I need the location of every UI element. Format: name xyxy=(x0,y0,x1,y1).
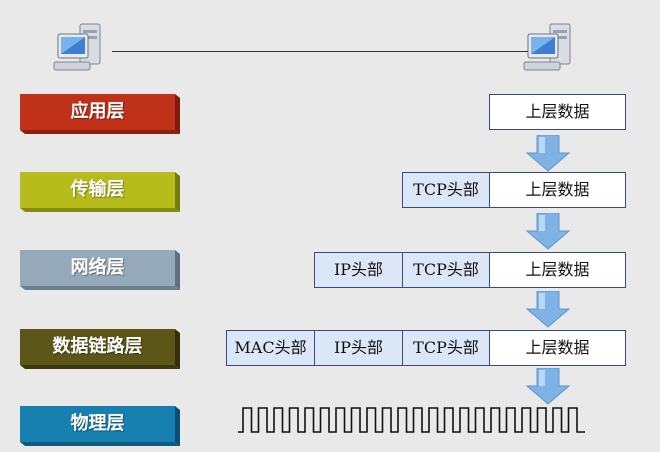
upper-data-box: 上层数据 xyxy=(489,330,626,366)
layer-label: 传输层 xyxy=(70,179,125,200)
down-arrow-icon xyxy=(525,290,571,329)
ip-header-box: IP头部 xyxy=(314,252,403,288)
upper-data-box: 上层数据 xyxy=(489,252,626,288)
layer-transport: 传输层 xyxy=(20,172,180,212)
layer-label: 应用层 xyxy=(70,101,125,122)
physical-signal-waveform xyxy=(238,407,585,433)
ip-header-box: IP头部 xyxy=(314,330,403,366)
layer-label: 数据链路层 xyxy=(52,336,143,357)
upper-data-box: 上层数据 xyxy=(489,94,626,130)
mac-header-box: MAC头部 xyxy=(226,330,315,366)
layer-block-shape xyxy=(20,406,180,446)
tcp-header-box: TCP头部 xyxy=(402,330,490,366)
computer-icon-receiver xyxy=(522,20,582,76)
upper-data-box: 上层数据 xyxy=(489,172,626,208)
layer-label: 物理层 xyxy=(70,413,125,434)
network-link-line xyxy=(112,51,528,52)
layer-block-shape xyxy=(20,172,180,212)
down-arrow-icon xyxy=(525,212,571,251)
tcp-header-box: TCP头部 xyxy=(402,172,490,208)
layer-block-shape xyxy=(20,250,180,290)
layer-network: 网络层 xyxy=(20,250,180,290)
layer-data-link: 数据链路层 xyxy=(20,329,180,369)
layer-application: 应用层 xyxy=(20,94,180,134)
down-arrow-icon xyxy=(525,134,571,173)
layer-block-shape xyxy=(20,94,180,134)
down-arrow-icon xyxy=(525,367,571,406)
tcp-header-box: TCP头部 xyxy=(402,252,490,288)
layer-label: 网络层 xyxy=(70,257,125,278)
layer-physical: 物理层 xyxy=(20,406,180,446)
computer-icon-sender xyxy=(52,20,112,76)
layer-block-shape xyxy=(20,329,180,369)
